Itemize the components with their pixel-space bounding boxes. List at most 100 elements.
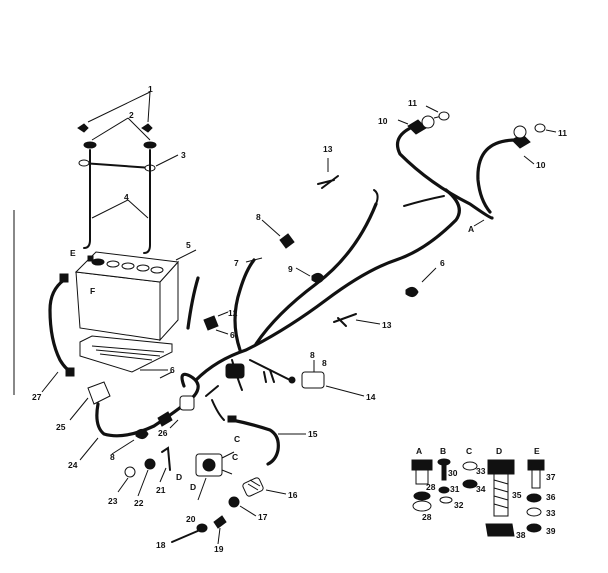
bolt-d-head [487,459,515,475]
legend-32: 32 [454,500,464,510]
ignition-switch [195,451,235,501]
leader-24 [79,437,99,461]
callout-15: 15 [308,429,318,439]
headlight-harness [395,105,557,227]
callout-5: 5 [186,240,191,250]
leader-19 [217,527,221,545]
socket-threads [247,479,261,491]
leader-10-right [523,155,535,165]
bolt-e-head [527,459,545,471]
callout-A-harness: A [468,224,474,234]
harness-pigtails [263,369,275,383]
battery-cap-4 [136,264,150,272]
nut-22 [144,458,156,470]
strap-13-lower [333,313,357,327]
wing-nut-left [77,123,89,133]
callout-7: 7 [234,258,239,268]
bulb-11-right [534,123,546,133]
leader-23 [117,477,129,493]
relay-body [301,371,325,389]
harness-branch-upper [254,202,378,346]
leader-5 [175,249,197,261]
callout-3: 3 [181,150,186,160]
harness-trunk [194,188,461,382]
legend-33a: 33 [476,466,486,476]
bolt-e-shank [531,469,541,489]
legend-A: A [416,446,422,456]
callout-11-right: 11 [558,128,567,138]
legend-39: 39 [546,526,556,536]
legend-38: 38 [516,530,526,540]
headlight-wire-right [476,138,518,214]
nut-29 [413,491,431,501]
cable-27-terminal-bottom [65,367,75,377]
callout-26: 26 [158,428,168,438]
switch-barrel [202,458,216,472]
washer-32 [439,496,453,504]
legend-E: E [534,446,540,456]
legend-35: 35 [512,490,522,500]
bolt-d-threads [493,479,509,509]
cable-27 [48,278,74,374]
leader-9 [295,267,311,277]
leader-6-mid [215,329,229,335]
callout-10-left: 10 [378,116,388,126]
battery-cap-3 [121,262,135,270]
callout-6-tray: 6 [170,365,175,375]
callout-C-upper: C [234,434,240,444]
harness-branch-26 [211,399,225,421]
callout-8-relay-a: 8 [310,350,315,360]
headlight-wire-left [395,122,494,220]
washer-a [412,500,432,512]
legend-C: C [466,446,472,456]
nut-17 [228,496,240,508]
washer-33b [526,507,542,517]
cable-24 [95,394,196,438]
callout-E: E [70,248,76,258]
wire-15-terminal [227,415,237,423]
clip-26 [157,411,173,427]
leader-6-lower [159,371,173,379]
part-19 [213,515,227,529]
terminal-e [87,255,94,262]
key-18 [171,529,201,543]
washer-left [83,141,97,149]
battery [74,249,197,342]
callout-8-relay-b: 8 [322,358,327,368]
clip-12 [203,315,219,331]
leader-2 [91,117,151,141]
washer-34 [462,479,478,489]
clamp-8-lower [135,428,149,440]
tray-ribs [91,345,165,361]
wire-15-body [230,418,280,466]
leader-1 [87,91,151,123]
grommet-9 [311,272,325,284]
callout-4: 4 [124,192,129,202]
legend-30: 30 [448,468,458,478]
battery-cap-2 [106,260,120,268]
wire-15 [227,415,306,466]
callout-18-lower: 18 [156,540,166,550]
leader-3 [155,154,179,167]
callout-C-lower: C [232,452,238,462]
legend-36a: 36 [546,492,556,502]
headlight-wire-stub [403,195,445,207]
leader-11-left [425,105,439,113]
bulb-ring-right [513,125,527,139]
callout-25: 25 [56,422,66,432]
callout-13-upper: 13 [323,144,333,154]
j-bolt-left [83,149,91,249]
clip-6-right [405,286,419,298]
harness-connector [225,363,245,379]
leader-13-lower [355,319,381,325]
vertical-lead [186,276,229,335]
strap-13-upper [317,175,339,189]
callout-16: 16 [288,490,298,500]
legend-37: 37 [546,472,556,482]
relay-14 [288,360,365,397]
bolt-a-shank [415,469,429,485]
battery-tray [79,335,173,373]
legend-34: 34 [476,484,486,494]
callout-20: 20 [186,514,196,524]
